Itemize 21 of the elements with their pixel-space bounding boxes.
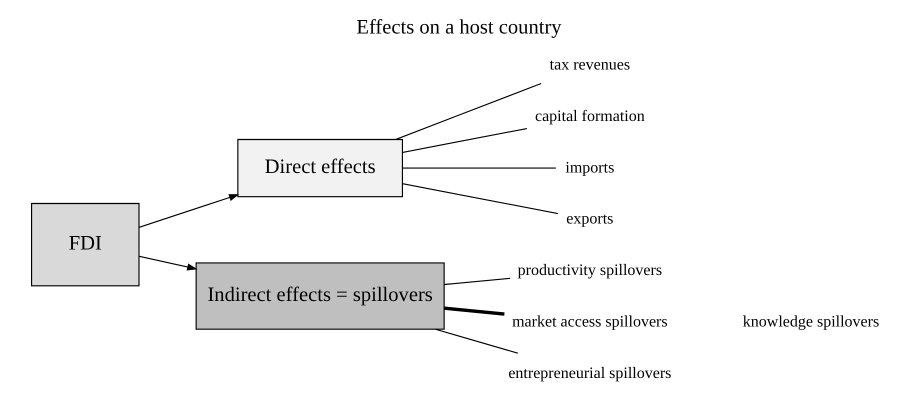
node-text: imports <box>565 159 614 176</box>
node-text: entrepreneurial spillovers <box>508 365 672 382</box>
node-box: FDI <box>31 202 140 286</box>
node-text: market access spillovers <box>512 314 668 331</box>
connector <box>435 328 518 354</box>
node-box: Indirect effects = spillovers <box>196 262 445 330</box>
arrow <box>139 256 198 270</box>
diagram-title: Effects on a host country <box>356 16 562 39</box>
connector <box>402 128 527 153</box>
node-box: Direct effects <box>237 138 403 198</box>
connector <box>444 278 510 286</box>
label: knowledge spillovers <box>742 314 880 331</box>
node-text: productivity spillovers <box>518 262 662 280</box>
node-text: tax revenues <box>550 56 630 74</box>
connector <box>402 183 558 214</box>
connector <box>396 83 542 140</box>
connector <box>444 306 505 316</box>
node-text: capital formation <box>534 108 645 125</box>
arrow <box>139 194 240 228</box>
connector <box>402 168 556 169</box>
node-text: exports <box>566 210 614 228</box>
